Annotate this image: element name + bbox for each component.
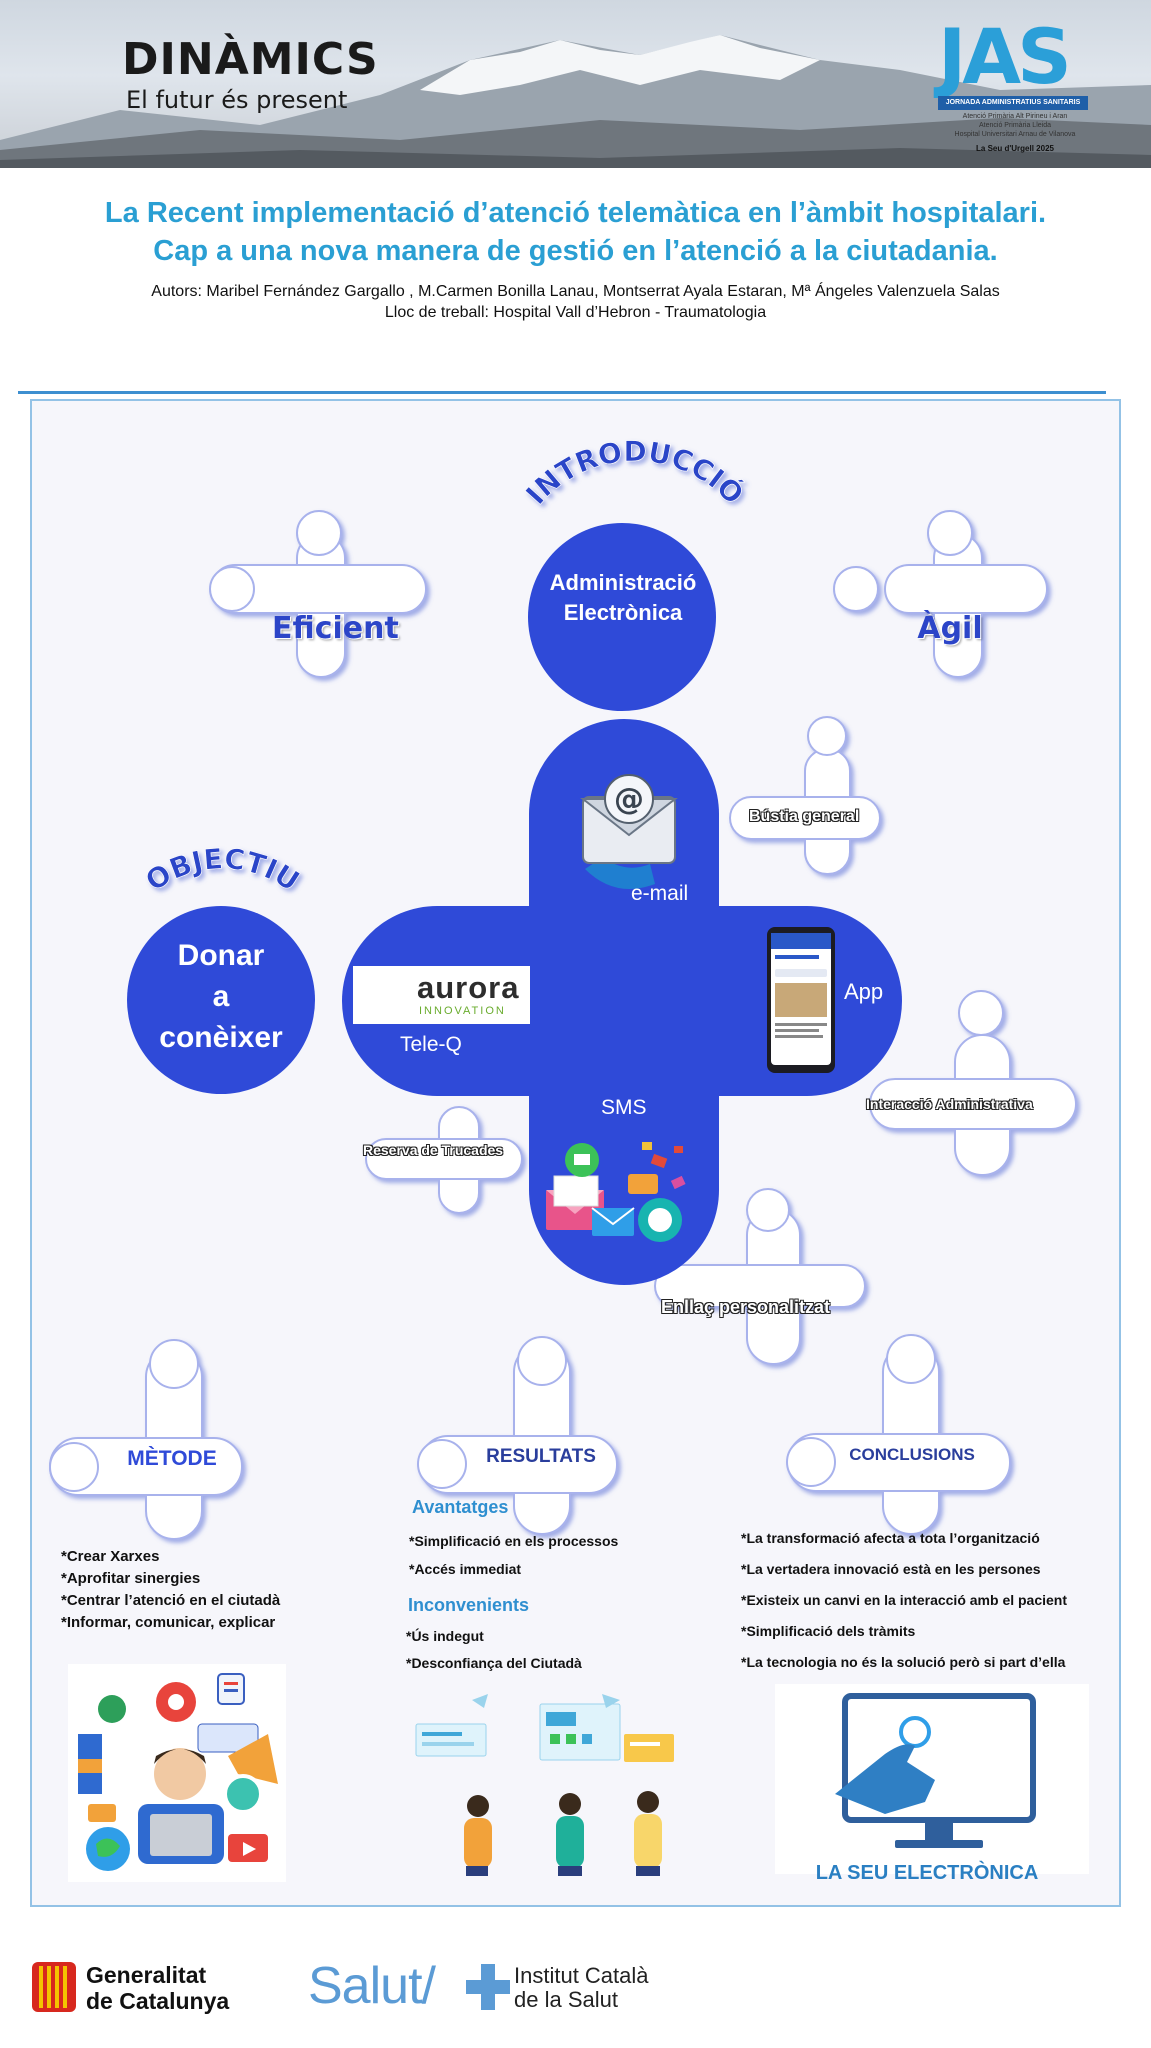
brand-title: DINÀMICS [122, 34, 379, 85]
list-item: *Informar, comunicar, explicar [61, 1614, 276, 1631]
svg-text:@: @ [614, 782, 644, 817]
aurora-tag: INNOVATION [419, 1005, 506, 1017]
generalitat-logo-icon [32, 1962, 76, 2012]
tag-enllac: Enllaç personalitzat [661, 1297, 831, 1317]
list-item: *Crear Xarxes [61, 1548, 160, 1565]
list-item: *Desconfiança del Ciutadà [406, 1655, 582, 1671]
intro-circle [528, 523, 716, 711]
list-item: *Simplificació dels tràmits [741, 1623, 916, 1639]
authors: Autors: Maribel Fernández Gargallo , M.C… [151, 283, 1000, 300]
objective-circle [127, 906, 315, 1094]
workplace: Lloc de treball: Hospital Vall d’Hebron … [384, 304, 767, 321]
resultats-illustration [415, 1694, 674, 1876]
svg-text:INTRODUCCIÓ: INTRODUCCIÓ [519, 435, 751, 511]
poster-graphics: INTRODUCCIÓ OBJECTIU @ [49, 435, 1089, 1882]
mountain-landscape [0, 35, 1151, 168]
seu-monitor-illustration [775, 1684, 1089, 1874]
event-logo: JAS JORNADA ADMINISTRATIUS SANITARIS Ate… [930, 12, 1090, 158]
resultats-label: RESULTATS [486, 1446, 596, 1467]
list-item: *La tecnologia no és la solució però si … [741, 1654, 1066, 1670]
objective-circle-label: Donar a conèixer [128, 935, 314, 1058]
event-logo-line: Atenció Primària Lleida [979, 122, 1051, 129]
app-label: App [844, 979, 884, 1004]
metode-list: *Crear Xarxes *Aprofitar sinergies *Cent… [61, 1548, 280, 1636]
tag-bustia: Bústia general [749, 808, 860, 825]
brand-subtitle: El futur és present [126, 86, 348, 114]
conclusions-list: *La transformació afecta a tota l’organi… [741, 1530, 1067, 1685]
sms-label: SMS [601, 1096, 647, 1119]
tag-reserva: Reserva de Trucades [363, 1142, 504, 1158]
aurora-logo: aurora INNOVATION [353, 966, 530, 1024]
intro-circle-line: Electrònica [563, 600, 683, 625]
seu-caption: LA SEU ELECTRÒNICA [815, 1862, 1039, 1884]
event-logo-line: Atenció Primària Alt Pirineu i Aran [962, 113, 1068, 120]
intro-heading: INTRODUCCIÓ [519, 435, 751, 512]
event-logo-bar: JORNADA ADMINISTRATIUS SANITARIS [938, 96, 1088, 110]
metode-illustration [68, 1664, 286, 1882]
objective-line: conèixer [159, 1021, 283, 1054]
list-item: *La vertadera innovació està en les pers… [741, 1561, 1041, 1577]
agil-label: Àgil [917, 611, 983, 646]
intro-circle-line: Administració [549, 570, 697, 595]
objective-heading: OBJECTIU [140, 842, 306, 898]
event-logo-text: JAS [938, 12, 1072, 101]
svg-text:OBJECTIU: OBJECTIU [140, 842, 305, 898]
list-item: *Ús indegut [406, 1628, 484, 1644]
list-item: *Aprofitar sinergies [61, 1570, 201, 1587]
main-title-line2: Cap a una nova manera de gestió en l’ate… [153, 235, 998, 267]
aurora-name: aurora [417, 970, 520, 1005]
email-icon: @ [580, 774, 678, 889]
intro-circle-label: Administració Electrònica [523, 568, 723, 628]
header-divider [18, 391, 1106, 394]
decorative-plus-shapes [49, 510, 1077, 1540]
tag-interaccio: Interacció Administrativa [866, 1096, 1033, 1112]
list-item: *Centrar l’atenció en el ciutadà [61, 1592, 281, 1609]
generalitat-line: de Catalunya [86, 1988, 230, 2014]
main-title-line1: La Recent implementació d’atenció telemà… [104, 197, 1047, 229]
inconvenients-heading: Inconvenients [408, 1595, 530, 1615]
salut-logo-text: Salut/ [308, 1957, 436, 2015]
header-banner: DINÀMICS El futur és present JAS JORNADA… [0, 0, 1151, 168]
generalitat-line: Generalitat [86, 1962, 207, 1988]
metode-label: MÈTODE [127, 1447, 217, 1470]
app-phone-icon [767, 927, 835, 1073]
avantatges-list: *Simplificació en els processos *Accés i… [409, 1533, 618, 1589]
teleq-label: Tele-Q [400, 1033, 462, 1056]
ics-text: Institut Català de la Salut [514, 1964, 649, 2012]
list-item: *Accés immediat [409, 1561, 522, 1577]
list-item: *La transformació afecta a tota l’organi… [741, 1530, 1040, 1546]
sms-messages-icon [546, 1142, 686, 1242]
inconvenients-list: *Ús indegut *Desconfiança del Ciutadà [406, 1628, 582, 1682]
event-logo-line: Hospital Universitari Arnau de Vilanova [954, 131, 1076, 138]
event-logo-place: La Seu d'Urgell 2025 [976, 144, 1054, 153]
list-item: *Existeix un canvi en la interacció amb … [741, 1592, 1068, 1608]
cross-icon [466, 1964, 510, 2010]
ics-line: Institut Català [514, 1963, 649, 1988]
email-label: e-mail [631, 882, 689, 905]
eficient-label: Eficient [272, 611, 399, 646]
conclusions-label: CONCLUSIONS [849, 1445, 975, 1464]
generalitat-text: Generalitat de Catalunya [86, 1962, 229, 2014]
avantatges-heading: Avantatges [412, 1497, 509, 1517]
ics-line: de la Salut [514, 1987, 618, 2012]
objective-line: a [212, 980, 230, 1013]
objective-line: Donar [177, 939, 265, 972]
list-item: *Simplificació en els processos [409, 1533, 619, 1549]
